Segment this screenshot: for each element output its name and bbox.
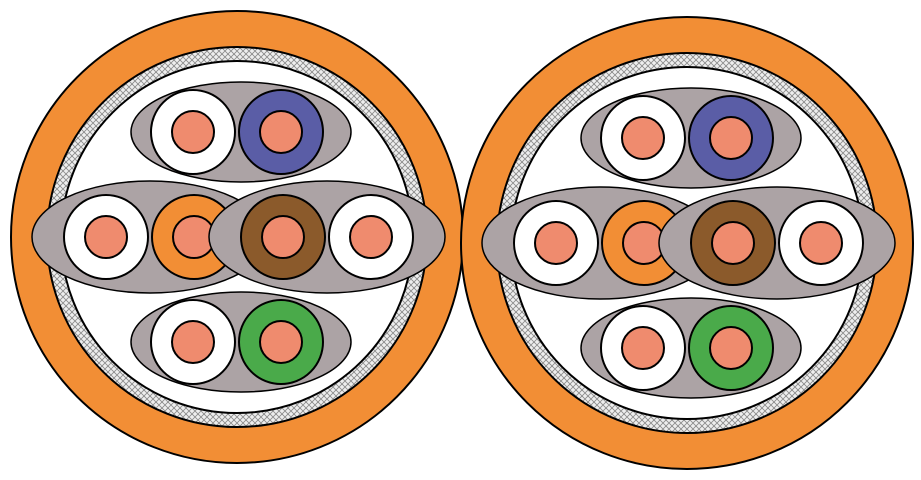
- conductor-core: [171, 320, 215, 364]
- conductor-core: [711, 221, 755, 265]
- conductor-core: [534, 221, 578, 265]
- twisted-pair-middle-right: [658, 186, 896, 300]
- conductor-core: [84, 215, 128, 259]
- conductor-core: [709, 326, 753, 370]
- conductor-core: [709, 116, 753, 160]
- twisted-pair-middle-left: [31, 180, 269, 294]
- conductor-core: [621, 326, 665, 370]
- cable-left: [10, 10, 464, 464]
- twisted-pair-bottom: [580, 297, 802, 399]
- conductor-core: [259, 320, 303, 364]
- twisted-pair-top: [130, 81, 352, 183]
- twisted-pair-top: [580, 87, 802, 189]
- cables-layer: [10, 10, 914, 470]
- twisted-pair-middle-left: [481, 186, 719, 300]
- twisted-pair-bottom: [130, 291, 352, 393]
- conductor-core: [621, 116, 665, 160]
- conductor-core: [799, 221, 843, 265]
- cable-right: [460, 16, 914, 470]
- conductor-core: [171, 110, 215, 154]
- conductor-core: [261, 215, 305, 259]
- conductor-core: [259, 110, 303, 154]
- twisted-pair-middle-right: [208, 180, 446, 294]
- conductor-core: [349, 215, 393, 259]
